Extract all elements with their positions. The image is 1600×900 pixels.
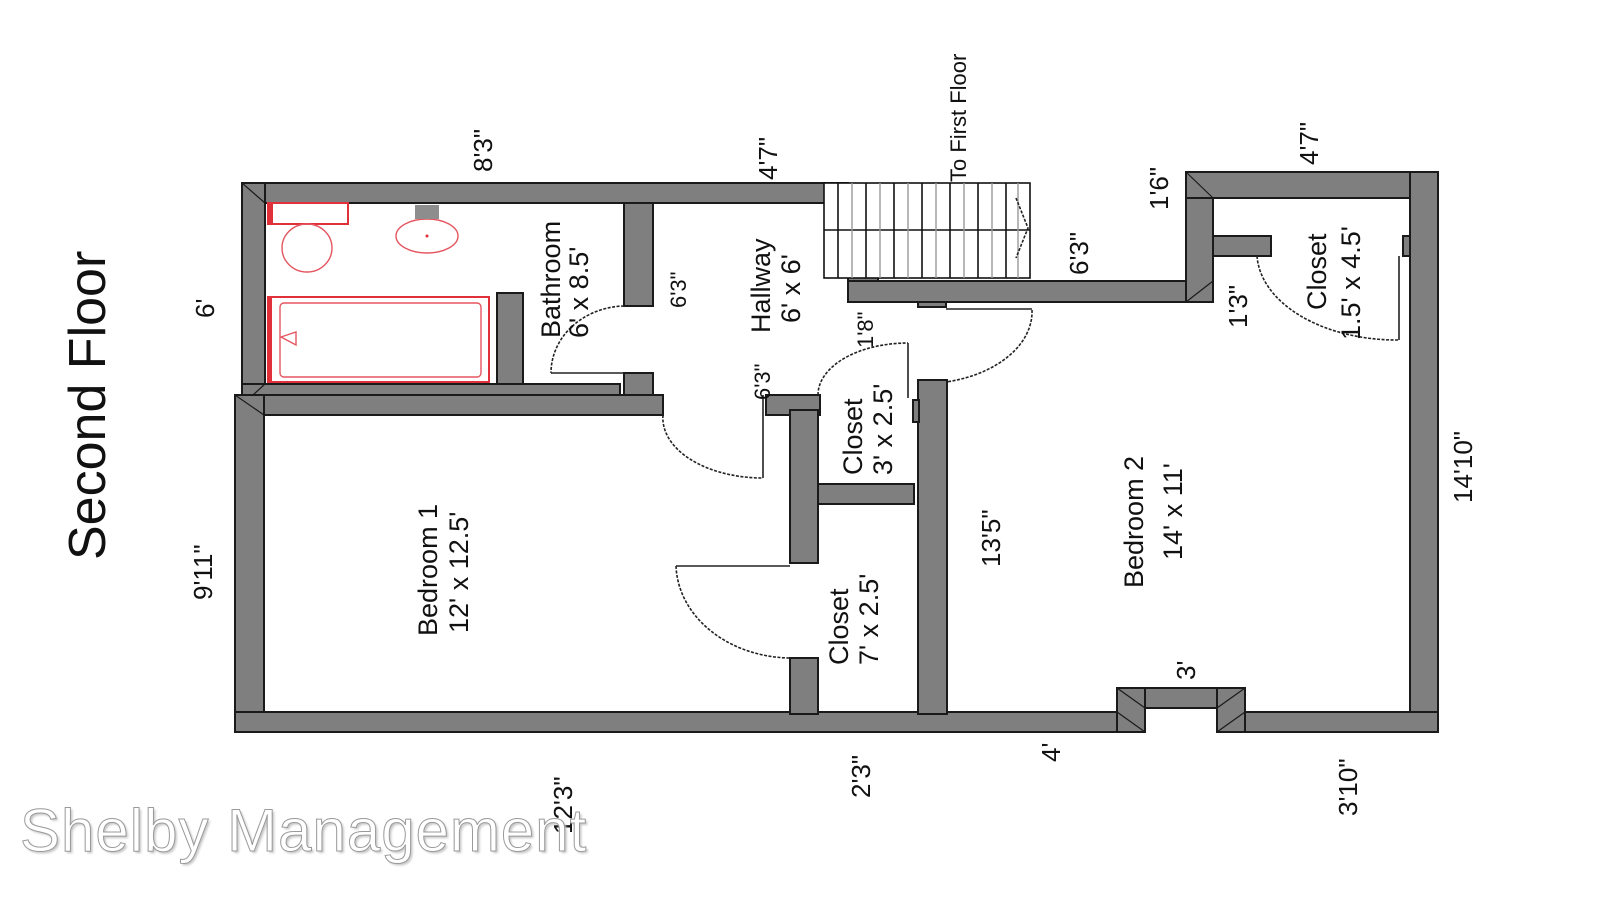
room-closet-long-name: Closet bbox=[824, 588, 854, 665]
room-hallway-name: Hallway bbox=[746, 238, 776, 333]
dim-closet-bottom: 2'3" bbox=[846, 755, 876, 798]
dim-hall-top: 4'7" bbox=[753, 137, 783, 180]
dim-bath-top: 8'3" bbox=[468, 129, 498, 172]
room-bedroom1-size: 12' x 12.5' bbox=[444, 512, 474, 633]
dim-bay: 3' bbox=[1171, 661, 1201, 680]
room-closet-small-name: Closet bbox=[838, 398, 868, 475]
dim-bedroom1-left: 9'11" bbox=[188, 544, 218, 600]
room-bedroom1-name: Bedroom 1 bbox=[413, 504, 443, 636]
bedroom2-walls bbox=[847, 171, 1439, 733]
dim-closet-top: 4'7" bbox=[1294, 122, 1324, 165]
dim-stair-wall: 6'3" bbox=[1064, 232, 1094, 275]
dim-closet-inner: 1'3" bbox=[1223, 285, 1253, 328]
staircase bbox=[823, 182, 1031, 279]
dim-bath-left: 6' bbox=[190, 299, 220, 318]
room-bedroom2-size: 14' x 11' bbox=[1158, 463, 1188, 560]
dim-stair-side: 1'8" bbox=[853, 312, 878, 348]
doors bbox=[550, 255, 1400, 659]
stairs-label: To First Floor bbox=[946, 54, 971, 182]
bathtub-icon bbox=[267, 296, 490, 383]
dim-right-wall: 14'10" bbox=[1448, 431, 1478, 503]
dim-bottom-right: 3'10" bbox=[1333, 758, 1363, 816]
room-bedroom2-name: Bedroom 2 bbox=[1119, 456, 1149, 588]
dimension-labels: 8'3" 4'7" 6' 6'3" 6'3" 1'8" 6'3" 1'6" 4'… bbox=[188, 122, 1478, 834]
bathroom-fixtures bbox=[267, 202, 490, 383]
bedroom1-walls bbox=[234, 379, 1146, 733]
dim-closet-top-left: 1'6" bbox=[1144, 167, 1174, 210]
toilet-icon bbox=[267, 202, 349, 225]
dim-hall-door: 6'3" bbox=[750, 364, 775, 400]
room-closet-small-size: 3' x 2.5' bbox=[868, 384, 898, 475]
room-closet-right-size: 1.5' x 4.5' bbox=[1336, 226, 1366, 340]
dim-bedroom1-bottom: 12'3" bbox=[548, 776, 578, 834]
room-bathroom-size: 6' x 8.5' bbox=[564, 247, 594, 338]
room-closet-right-name: Closet bbox=[1302, 233, 1332, 310]
floor-title: Second Floor bbox=[59, 251, 117, 560]
dim-bottom-mid: 4' bbox=[1036, 743, 1066, 762]
room-bathroom-name: Bathroom bbox=[536, 221, 566, 338]
room-closet-long-size: 7' x 2.5' bbox=[854, 574, 884, 665]
room-hallway-size: 6' x 6' bbox=[776, 254, 806, 323]
stair-direction-arrow bbox=[1015, 197, 1029, 259]
dim-bath-door: 6'3" bbox=[666, 272, 691, 308]
watermark: Shelby Management bbox=[19, 797, 588, 865]
dim-center-wall: 13'5" bbox=[976, 509, 1006, 567]
room-labels: Bathroom 6' x 8.5' Hallway 6' x 6' Close… bbox=[413, 221, 1366, 665]
